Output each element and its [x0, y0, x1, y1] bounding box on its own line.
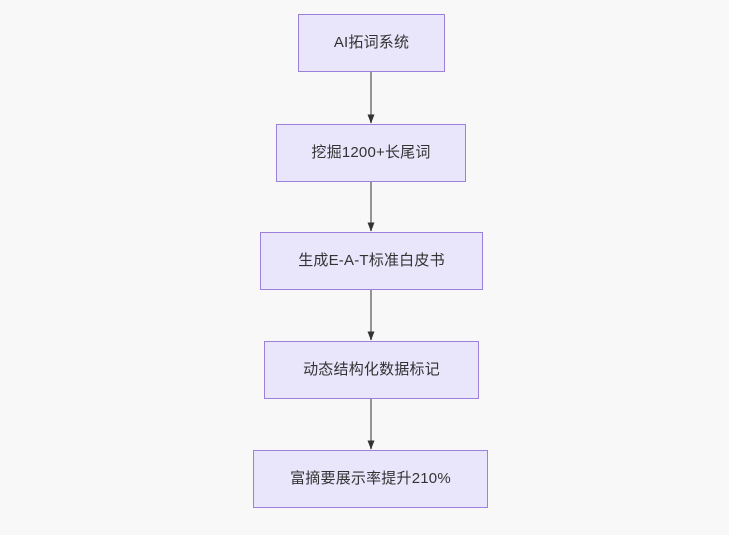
flow-node-label: 生成E-A-T标准白皮书 [298, 252, 445, 270]
flow-node-mine-longtail-keywords[interactable]: 挖掘1200+长尾词 [276, 124, 466, 182]
flow-node-generate-eat-whitepaper[interactable]: 生成E-A-T标准白皮书 [260, 232, 483, 290]
flow-node-rich-snippet-impression-lift[interactable]: 富摘要展示率提升210% [253, 450, 488, 508]
flow-node-label: 动态结构化数据标记 [303, 361, 440, 379]
flow-node-ai-keyword-system[interactable]: AI拓词系统 [298, 14, 445, 72]
flow-node-label: 富摘要展示率提升210% [290, 470, 451, 488]
flow-node-label: 挖掘1200+长尾词 [311, 144, 431, 162]
flow-node-dynamic-structured-data-markup[interactable]: 动态结构化数据标记 [264, 341, 479, 399]
flow-node-label: AI拓词系统 [333, 34, 410, 52]
